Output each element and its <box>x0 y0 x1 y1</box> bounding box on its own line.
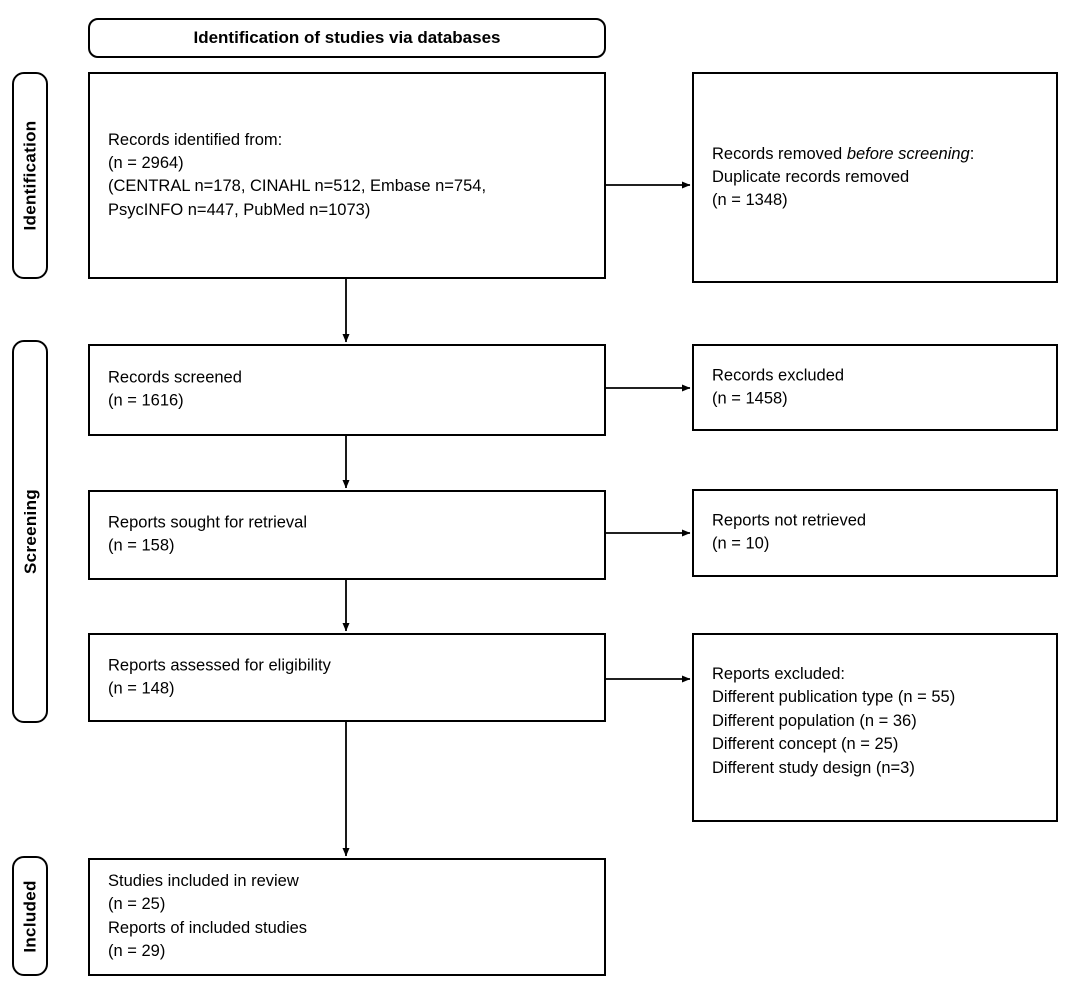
reports-excluded-title: Reports excluded: <box>712 665 845 683</box>
stage-band-identification: Identification <box>12 72 48 279</box>
studies-included-count-1: (n = 25) <box>108 895 166 914</box>
diagram-header-label: Identification of studies via databases <box>193 28 501 47</box>
reports-excluded-reason: Different concept (n = 25) <box>712 735 899 754</box>
records-identified-count: (n = 2964) <box>108 154 184 173</box>
stage-label-included: Included <box>20 879 40 953</box>
stage-band-included: Included <box>12 856 48 976</box>
records-screened-count: (n = 1616) <box>108 392 184 410</box>
records-screened-title: Records screened <box>108 368 242 387</box>
reports-not-retrieved-title: Reports not retrieved <box>712 511 867 530</box>
reports-assessed-count: (n = 148) <box>108 679 175 698</box>
box-reports-not-retrieved: Reports not retrieved (n = 10) <box>692 489 1058 577</box>
records-identified-detail-line-2: PsycINFO n=447, PubMed n=1073) <box>108 200 371 219</box>
box-reports-assessed: Reports assessed for eligibility (n = 14… <box>88 633 606 722</box>
box-studies-included: Studies included in review (n = 25) Repo… <box>88 858 606 976</box>
diagram-header: Identification of studies via databases <box>88 18 606 58</box>
studies-included-line-2: Reports of included studies <box>108 919 308 937</box>
records-excluded-count: (n = 1458) <box>712 389 788 408</box>
reports-sought-count: (n = 158) <box>108 537 175 555</box>
box-reports-excluded: Reports excluded: Different publication … <box>692 633 1058 822</box>
box-records-screened: Records screened (n = 1616) <box>88 344 606 436</box>
box-reports-sought: Reports sought for retrieval (n = 158) <box>88 490 606 580</box>
records-identified-detail-line-1: (CENTRAL n=178, CINAHL n=512, Embase n=7… <box>108 177 487 196</box>
box-records-identified: Records identified from: (n = 2964) (CEN… <box>88 72 606 279</box>
records-removed-emphasis: before screening <box>846 144 970 163</box>
box-records-removed: Records removed before screening: Duplic… <box>692 72 1058 283</box>
stage-label-screening: Screening <box>20 489 40 574</box>
studies-included-line-1: Studies included in review <box>108 872 299 891</box>
stage-label-identification: Identification <box>20 120 40 231</box>
reports-excluded-reason: Different population (n = 36) <box>712 711 917 730</box>
records-removed-count: (n = 1348) <box>712 191 788 210</box>
records-removed-line-2: Duplicate records removed <box>712 167 910 186</box>
stage-band-screening: Screening <box>12 340 48 723</box>
reports-excluded-reason: Different publication type (n = 55) <box>712 688 956 707</box>
records-excluded-title: Records excluded <box>712 366 845 385</box>
records-removed-title: Records removed before screening: <box>712 142 1046 165</box>
reports-assessed-title: Reports assessed for eligibility <box>108 656 331 675</box>
reports-excluded-reason: Different study design (n=3) <box>712 758 915 777</box>
studies-included-count-2: (n = 29) <box>108 942 166 961</box>
box-records-excluded: Records excluded (n = 1458) <box>692 344 1058 431</box>
reports-not-retrieved-count: (n = 10) <box>712 535 770 553</box>
reports-sought-title: Reports sought for retrieval <box>108 513 308 532</box>
records-removed-lead-tail: : <box>969 144 975 163</box>
records-identified-title: Records identified from: <box>108 130 283 149</box>
records-removed-lead: Records removed <box>712 144 847 163</box>
